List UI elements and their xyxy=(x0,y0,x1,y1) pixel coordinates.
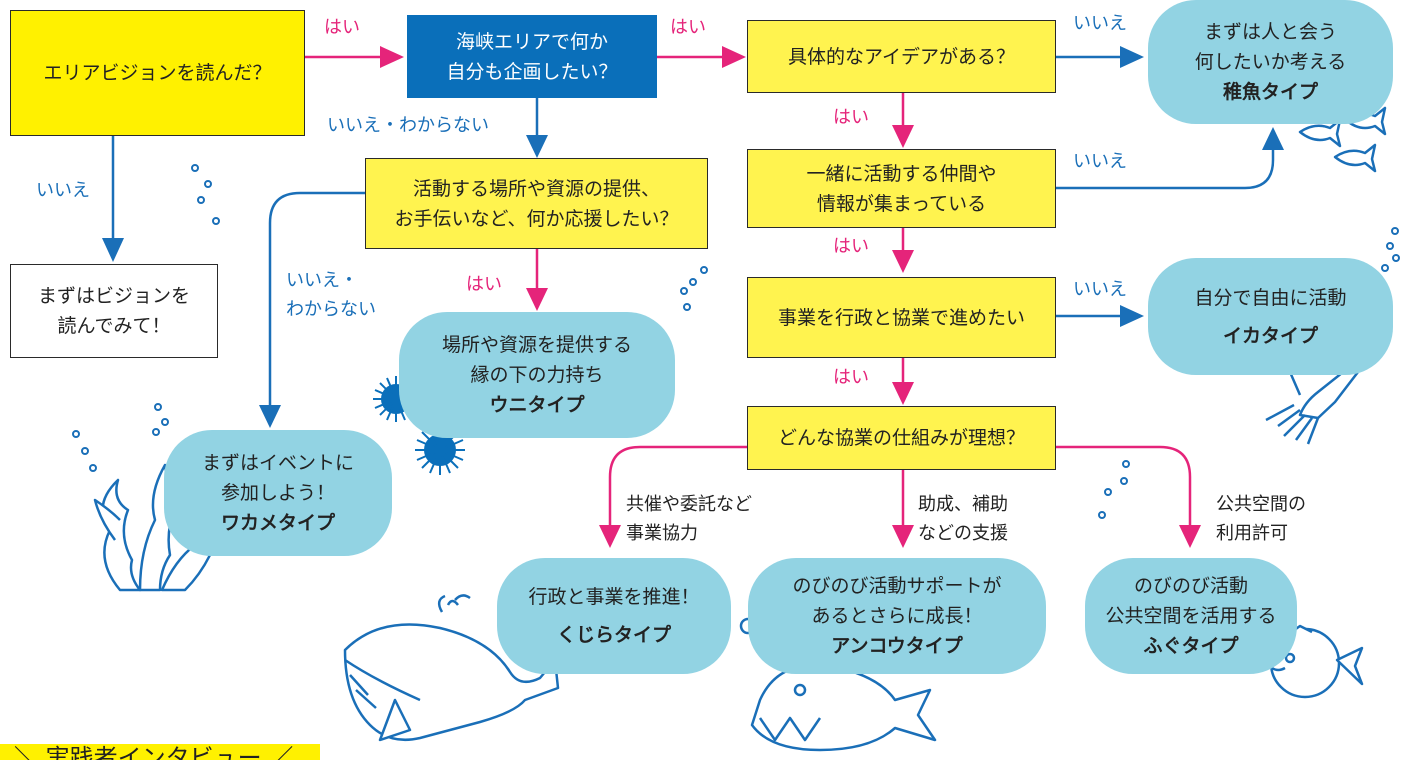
result-ankou: のびのび活動サポートが あるとさらに成長！ アンコウタイプ xyxy=(748,558,1046,674)
q-concrete-idea: 具体的なアイデアがある？ xyxy=(747,20,1056,93)
label-yes: はい xyxy=(833,236,869,257)
result-wakame: まずはイベントに 参加しよう！ ワカメタイプ xyxy=(164,430,392,556)
result-fugu: のびのび活動 公共空間を活用する ふぐタイプ xyxy=(1085,558,1297,674)
label-kyosai: 共催や委託など xyxy=(626,494,752,515)
result-uni: 場所や資源を提供する 縁の下の力持ち ウニタイプ xyxy=(399,312,675,438)
q-read-vision: エリアビジョンを読んだ？ xyxy=(10,10,305,136)
q-want-support: 活動する場所や資源の提供、 お手伝いなど、何か応援したい？ xyxy=(365,158,708,249)
label-no-unknown: いいえ・わからない xyxy=(327,115,489,136)
bubbles-icon xyxy=(72,164,1400,519)
label-yes: はい xyxy=(466,274,502,295)
q-ideal-scheme: どんな協業の仕組みが理想？ xyxy=(747,406,1056,470)
label-yes: はい xyxy=(324,17,360,38)
label-no: いいえ xyxy=(1073,279,1127,300)
label-no-unknown: わからない xyxy=(286,299,376,320)
label-no-unknown: いいえ・ xyxy=(286,270,358,291)
label-no: いいえ xyxy=(1073,151,1127,172)
result-chigyo: まずは人と会う 何したいか考える 稚魚タイプ xyxy=(1148,0,1393,124)
interview-tag: ＼ 実践者インタビュー ／ xyxy=(0,740,325,760)
label-no: いいえ xyxy=(36,180,90,201)
result-kujira: 行政と事業を推進！ くじらタイプ xyxy=(497,558,731,674)
label-josei: などの支援 xyxy=(918,523,1008,544)
q-plan-something: 海峡エリアで何か 自分も企画したい？ xyxy=(407,15,657,98)
label-no: いいえ xyxy=(1073,13,1127,34)
q-team-info: 一緒に活動する仲間や 情報が集まっている xyxy=(747,149,1056,228)
label-yes: はい xyxy=(833,367,869,388)
label-yes: はい xyxy=(833,107,869,128)
label-kyosai: 事業協力 xyxy=(626,523,698,544)
label-josei: 助成、補助 xyxy=(918,494,1008,515)
result-ika: 自分で自由に活動 イカタイプ xyxy=(1148,258,1393,375)
label-kokyo: 利用許可 xyxy=(1216,523,1288,544)
q-government-collab: 事業を行政と協業で進めたい xyxy=(747,277,1056,358)
label-kokyo: 公共空間の xyxy=(1216,494,1306,515)
read-vision-box: まずはビジョンを 読んでみて！ xyxy=(10,264,218,358)
label-yes: はい xyxy=(670,17,706,38)
